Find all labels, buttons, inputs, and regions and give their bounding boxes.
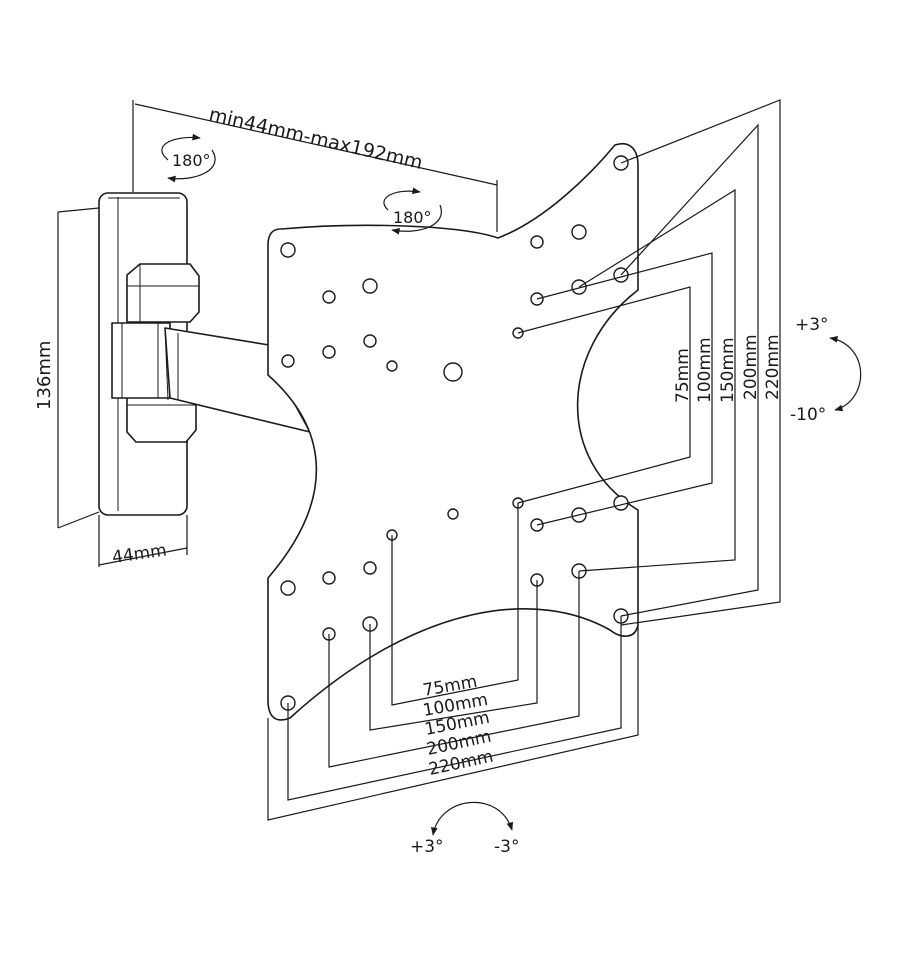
vesa-plate xyxy=(267,143,639,721)
swivel-right-label: -3° xyxy=(494,837,519,857)
extension-dimension xyxy=(132,100,498,232)
depth-dimension xyxy=(98,515,188,567)
hole xyxy=(386,360,398,372)
tilt-up-label: +3° xyxy=(795,315,829,335)
vesa-vertical-label: 200mm xyxy=(741,334,761,400)
vesa-vertical-label: 150mm xyxy=(718,337,738,403)
vesa-vertical-label: 100mm xyxy=(695,337,715,403)
tilt-arrow xyxy=(829,336,862,412)
hole xyxy=(447,508,459,520)
wall-rotation-arrow-bottom xyxy=(167,149,216,183)
hole xyxy=(322,571,336,585)
swivel-left-label: +3° xyxy=(410,837,444,857)
swivel-arrow xyxy=(431,801,514,836)
pivot-column xyxy=(111,322,171,399)
hole xyxy=(363,334,377,348)
plate-rotation-arrow-top xyxy=(383,187,421,211)
hole xyxy=(280,242,296,258)
hole xyxy=(322,290,336,304)
hole xyxy=(571,224,587,240)
dimension-lines xyxy=(57,99,781,821)
tilt-down-label: -10° xyxy=(790,405,826,425)
plate-rotation-label: 180° xyxy=(393,208,432,227)
mount-holes xyxy=(280,155,629,711)
vesa-vertical-label: 75mm xyxy=(673,348,693,403)
center-hole xyxy=(443,362,463,382)
wall-plate-assembly xyxy=(98,192,311,516)
pivot-block xyxy=(126,263,200,323)
hole xyxy=(280,580,296,596)
hole xyxy=(322,345,336,359)
wall-rotation-label: 180° xyxy=(172,151,211,170)
hole xyxy=(362,278,378,294)
vesa-plate-outline xyxy=(267,143,639,721)
hole xyxy=(363,561,377,575)
rotation-arrows xyxy=(161,133,862,836)
wall-rotation-arrow-top xyxy=(161,133,201,161)
hole xyxy=(613,495,629,511)
arm-extension-label: min44mm-max192mm xyxy=(207,103,425,174)
hole xyxy=(281,354,295,368)
height-dimension xyxy=(57,207,100,529)
hole xyxy=(530,235,544,249)
wall-plate-height-label: 136mm xyxy=(34,341,55,410)
wall-plate-depth-label: 44mm xyxy=(111,541,168,568)
plate-rotation-arrow-bottom xyxy=(391,204,442,235)
vesa-vertical-label: 220mm xyxy=(763,334,783,400)
